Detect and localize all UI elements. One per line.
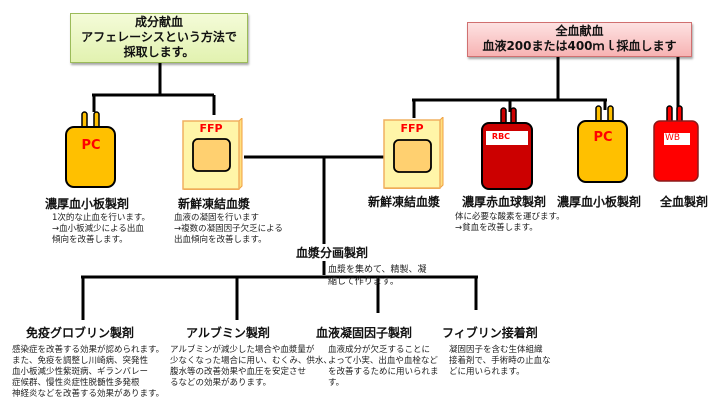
ffp-label: FFP	[400, 122, 424, 135]
product-desc-fibrin-glue: 凝固因子を含む生体組織 接着剤で、手術時の止血な どに用いられます。	[449, 345, 551, 378]
product-desc-pc: 1次的な止血を行います。 →血小板減少による出血 傾向を改善します。	[52, 213, 150, 246]
desc-line: 縮して作ります。	[328, 277, 399, 287]
connector-fraction	[81, 275, 478, 320]
desc-line: 少なくなった場合に用い、むくみ、供水、	[170, 356, 332, 366]
desc-line: 症候群、慢性炎症性脱髄性多発根	[12, 378, 140, 388]
product-name-ffp-wb: 新鮮凍結血漿	[368, 195, 441, 209]
desc-line: 血漿を集めて、精製、凝	[328, 265, 427, 275]
connector-whole	[412, 55, 607, 118]
desc-line: す。	[328, 378, 345, 388]
component-donation-box: 成分献血 アフェレーシスという方法で 採取します。	[70, 13, 248, 63]
product-name-rbc: 濃厚赤血球製剤	[462, 195, 547, 209]
desc-line: 凝固因子を含む生体組織	[449, 345, 543, 355]
desc-line: 体に必要な酸素を運びます。	[455, 212, 565, 222]
desc-line: →複数の凝固因子欠乏による	[174, 224, 283, 234]
product-name-pc-wb: 濃厚血小板製剤	[557, 195, 642, 209]
ffp-label: FFP	[199, 122, 223, 135]
pc-label: PC	[593, 130, 613, 145]
red-cell-bag-icon: RBC	[480, 106, 534, 191]
product-name-albumin: アルブミン製剤	[186, 326, 270, 340]
product-desc-immunoglobulin: 感染症を改善する効果が認められます。 また、免疫を調整し川崎病、突発性 血小板減…	[12, 345, 164, 400]
desc-line: よって小実、出血や血栓など	[328, 356, 438, 366]
product-desc-rbc: 体に必要な酸素を運びます。 →貧血を改善します。	[455, 212, 565, 234]
desc-line: 出血傾向を改善します。	[174, 235, 267, 245]
whole-blood-bag-icon: WB	[652, 104, 700, 184]
desc-line: 血液の凝固を行います	[174, 213, 260, 223]
product-desc-ffp: 血液の凝固を行います →複数の凝固因子欠乏による 出血傾向を改善します。	[174, 213, 283, 246]
fractionation-desc: 血漿を集めて、精製、凝 縮して作ります。	[328, 264, 427, 288]
desc-line: 腹水等の改善効果や血圧を安定させ	[170, 367, 307, 377]
product-name-wb: 全血製剤	[660, 195, 709, 209]
platelet-bag-icon: PC	[64, 110, 118, 188]
whole-blood-donation-box: 全血献血 血液200または400ｍｌ採血します	[467, 22, 692, 57]
fractionation-name: 血漿分画製剤	[296, 244, 371, 261]
product-desc-albumin: アルブミンが減少した場合や血漿量が 少なくなった場合に用い、むくみ、供水、 腹水…	[170, 345, 332, 389]
product-name-fibrin-glue: フィブリン接着剤	[442, 326, 538, 340]
desc-line: 血液成分が欠乏することに	[328, 345, 431, 355]
rbc-label: RBC	[491, 132, 511, 141]
wb-label: WB	[665, 133, 681, 143]
desc-line: →貧血を改善します。	[455, 223, 538, 233]
product-name-pc: 濃厚血小板製剤	[45, 197, 130, 211]
product-name-ffp: 新鮮凍結血漿	[178, 197, 251, 211]
desc-line: アルブミンが減少した場合や血漿量が	[170, 345, 315, 355]
desc-line: 1次的な止血を行います。	[52, 213, 151, 223]
desc-line: 傾向を改善します。	[52, 235, 128, 245]
component-donation-line3: 採取します。	[123, 45, 195, 59]
frozen-plasma-box-icon: FFP	[383, 115, 445, 190]
desc-line: また、免疫を調整し川崎病、突発性	[12, 356, 149, 366]
desc-line: →血小板減少による出血	[52, 224, 144, 234]
pc-label: PC	[81, 138, 101, 153]
product-name-coagulation-factor: 血液凝固因子製剤	[316, 326, 413, 340]
desc-line: どに用いられます。	[449, 367, 525, 377]
whole-blood-donation-line2: 血液200または400ｍｌ採血します	[482, 39, 677, 53]
frozen-plasma-box-icon: FFP	[182, 116, 244, 191]
component-donation-line2: アフェレーシスという方法で	[81, 30, 237, 44]
desc-line: を改善するために用いられま	[328, 367, 439, 377]
connector-component	[92, 62, 216, 115]
desc-line: 神経炎などを改善する効果があります。	[12, 389, 165, 399]
component-donation-title: 成分献血	[134, 15, 183, 29]
desc-line: 血小板減少性紫斑病、ギランバレー	[12, 367, 149, 377]
whole-blood-donation-title: 全血献血	[555, 24, 604, 38]
desc-line: 接着剤で、手術時の止血な	[449, 356, 551, 366]
product-name-immunoglobulin: 免疫グロブリン製剤	[26, 326, 135, 340]
product-desc-coagulation-factor: 血液成分が欠乏することに よって小実、出血や血栓など を改善するために用いられま…	[328, 345, 439, 389]
platelet-bag-icon: PC	[576, 104, 630, 184]
desc-line: 感染症を改善する効果が認められます。	[12, 345, 165, 355]
desc-line: るなどの効果があります。	[170, 378, 272, 388]
